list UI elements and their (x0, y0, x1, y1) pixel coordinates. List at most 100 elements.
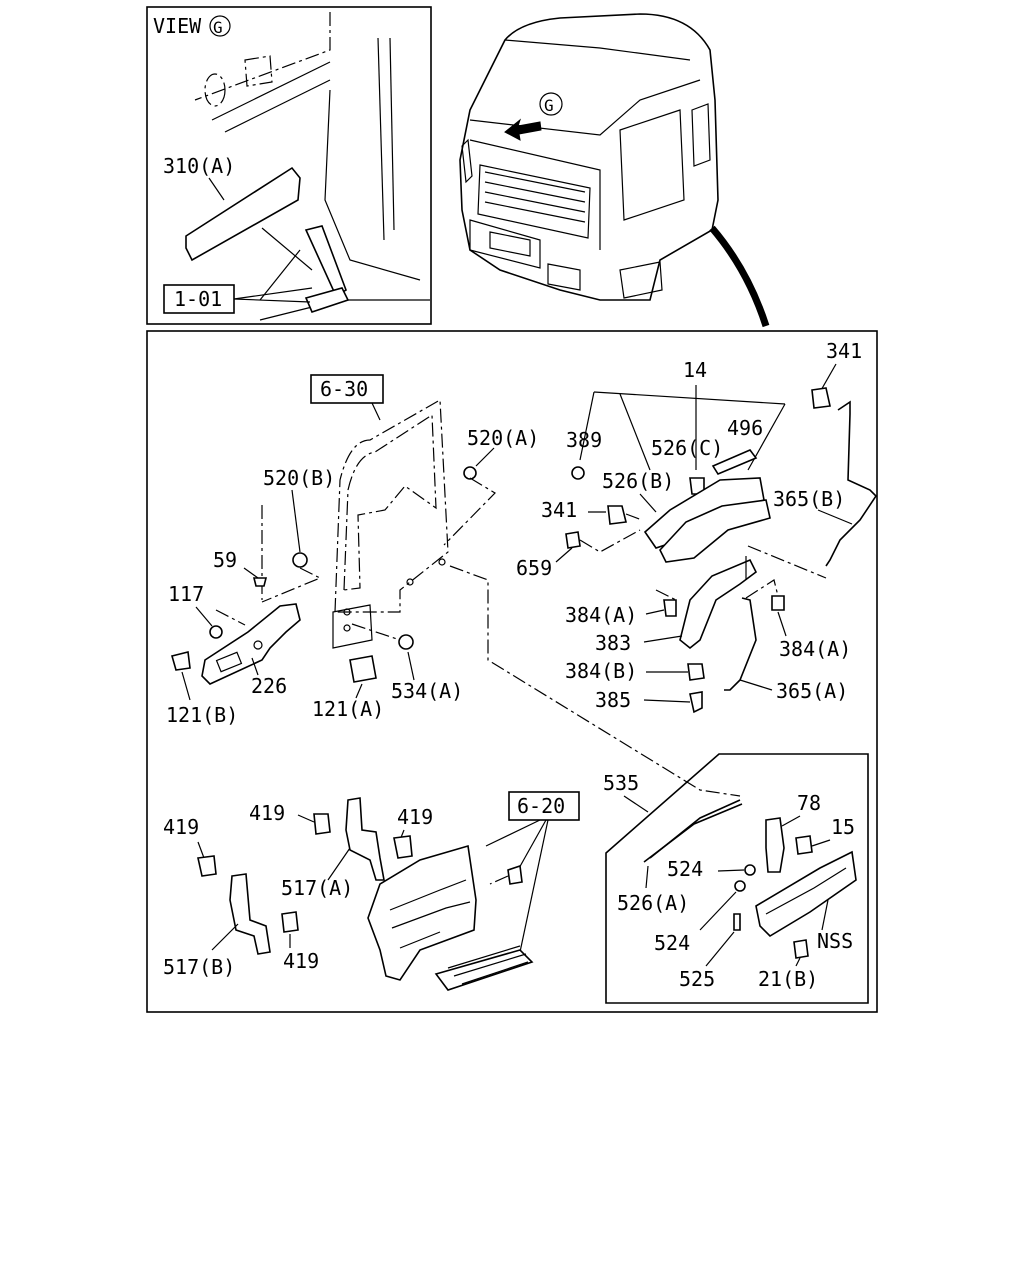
callout-517a: 517(A) (281, 876, 353, 900)
dash-line (211, 61, 331, 121)
leader-21b (795, 957, 801, 967)
callout-384a-left: 384(A) (565, 603, 637, 627)
bolt-121b (171, 651, 191, 671)
rivet-659 (565, 531, 581, 549)
callout-525: 525 (679, 967, 715, 991)
dash-520b-2 (261, 567, 322, 603)
screw-117 (209, 625, 223, 639)
bolt-341-mid (607, 505, 627, 525)
bolt-419-d (281, 911, 299, 933)
leader-384a-right (777, 611, 787, 637)
leader-117 (195, 606, 213, 627)
floor-line (324, 89, 421, 281)
cab-view-circle (539, 92, 563, 116)
callout-419-c: 419 (163, 815, 199, 839)
bolt-6-20 (507, 864, 523, 885)
nut-384b (687, 663, 705, 681)
windshield-edge (469, 79, 701, 136)
ref-box-6-20 (508, 791, 580, 821)
leader-310a (208, 177, 225, 201)
callout-526c: 526(C) (651, 436, 723, 460)
roof-edge (504, 39, 691, 61)
leader-6-20c (519, 819, 549, 953)
mirror (461, 138, 473, 184)
leader-419-a (297, 814, 315, 823)
dash-384a-right (745, 579, 779, 599)
callout-nss: NSS (817, 929, 853, 953)
bolt-341-top (811, 387, 831, 409)
ref-1-01: 1-01 (174, 287, 222, 311)
leader-1-01a (233, 287, 313, 300)
pillar-line (377, 37, 385, 241)
callout-384a-right: 384(A) (779, 637, 851, 661)
bracket-517a (345, 797, 385, 881)
leader-59 (243, 567, 259, 579)
callout-310a: 310(A) (163, 154, 235, 178)
weatherstrip-535 (649, 799, 741, 859)
step-cover-lower (659, 499, 771, 563)
pad-496 (711, 449, 758, 476)
view-label: VIEW (153, 14, 202, 38)
callout-121a: 121(A) (312, 697, 384, 721)
leader-121b (181, 671, 191, 701)
door-point (406, 578, 414, 586)
callout-389: 389 (566, 428, 602, 452)
callout-15: 15 (831, 815, 855, 839)
door-hinge-plate (332, 604, 373, 649)
lock-slot (215, 651, 243, 673)
leader-15 (811, 839, 831, 847)
dash-520a (443, 477, 496, 546)
door-window-outline (343, 413, 437, 591)
leader-6-30 (371, 402, 381, 421)
callout-383: 383 (595, 631, 631, 655)
callout-14: 14 (683, 358, 707, 382)
front-face (469, 139, 601, 250)
floor-edge (259, 249, 301, 301)
callout-59: 59 (213, 548, 237, 572)
accelerator-pedal (304, 225, 347, 298)
callout-121b: 121(B) (166, 703, 238, 727)
leader-526a (645, 865, 649, 889)
callout-517b: 517(B) (163, 955, 235, 979)
door-point-2 (438, 558, 446, 566)
callout-419-b: 419 (397, 805, 433, 829)
leader-517a (327, 847, 351, 881)
cab-view-letter: G (544, 96, 554, 115)
callout-524-a: 524 (667, 857, 703, 881)
ref-6-20: 6-20 (517, 794, 565, 818)
bolt-384a-right (771, 595, 785, 611)
label-plate-310a (185, 166, 301, 262)
leader-534a (407, 651, 415, 681)
bracket-78 (765, 817, 785, 873)
callout-534a: 534(A) (391, 679, 463, 703)
leader-520b (291, 489, 301, 553)
leader-525 (705, 931, 735, 967)
callout-659: 659 (516, 556, 552, 580)
callout-524-b: 524 (654, 931, 690, 955)
ref-6-30: 6-30 (320, 377, 368, 401)
callout-365a: 365(A) (776, 679, 848, 703)
dash-6-20 (489, 875, 509, 885)
callout-535: 535 (603, 771, 639, 795)
dash-659 (579, 529, 641, 553)
main-frame (146, 330, 878, 1013)
headlamp (489, 231, 531, 257)
leader-419-c (197, 841, 205, 859)
leader-526b (639, 493, 657, 513)
fog-lamp (547, 263, 581, 291)
door-assembly: 6-30 (310, 374, 449, 649)
cover-nss (755, 850, 857, 938)
step-panel (367, 844, 477, 981)
stay-365a (724, 597, 757, 691)
bolt-534a (398, 634, 414, 650)
clip-59 (252, 577, 268, 587)
cover-nss-line (765, 867, 847, 915)
truck-cab-illustration: G (459, 13, 770, 328)
dash-to-535 (449, 565, 741, 797)
screw-389 (571, 466, 585, 480)
leader-524-a (717, 869, 745, 872)
leader-524-b (699, 891, 737, 931)
dash-341-mid (625, 513, 643, 521)
door-window (619, 109, 685, 221)
